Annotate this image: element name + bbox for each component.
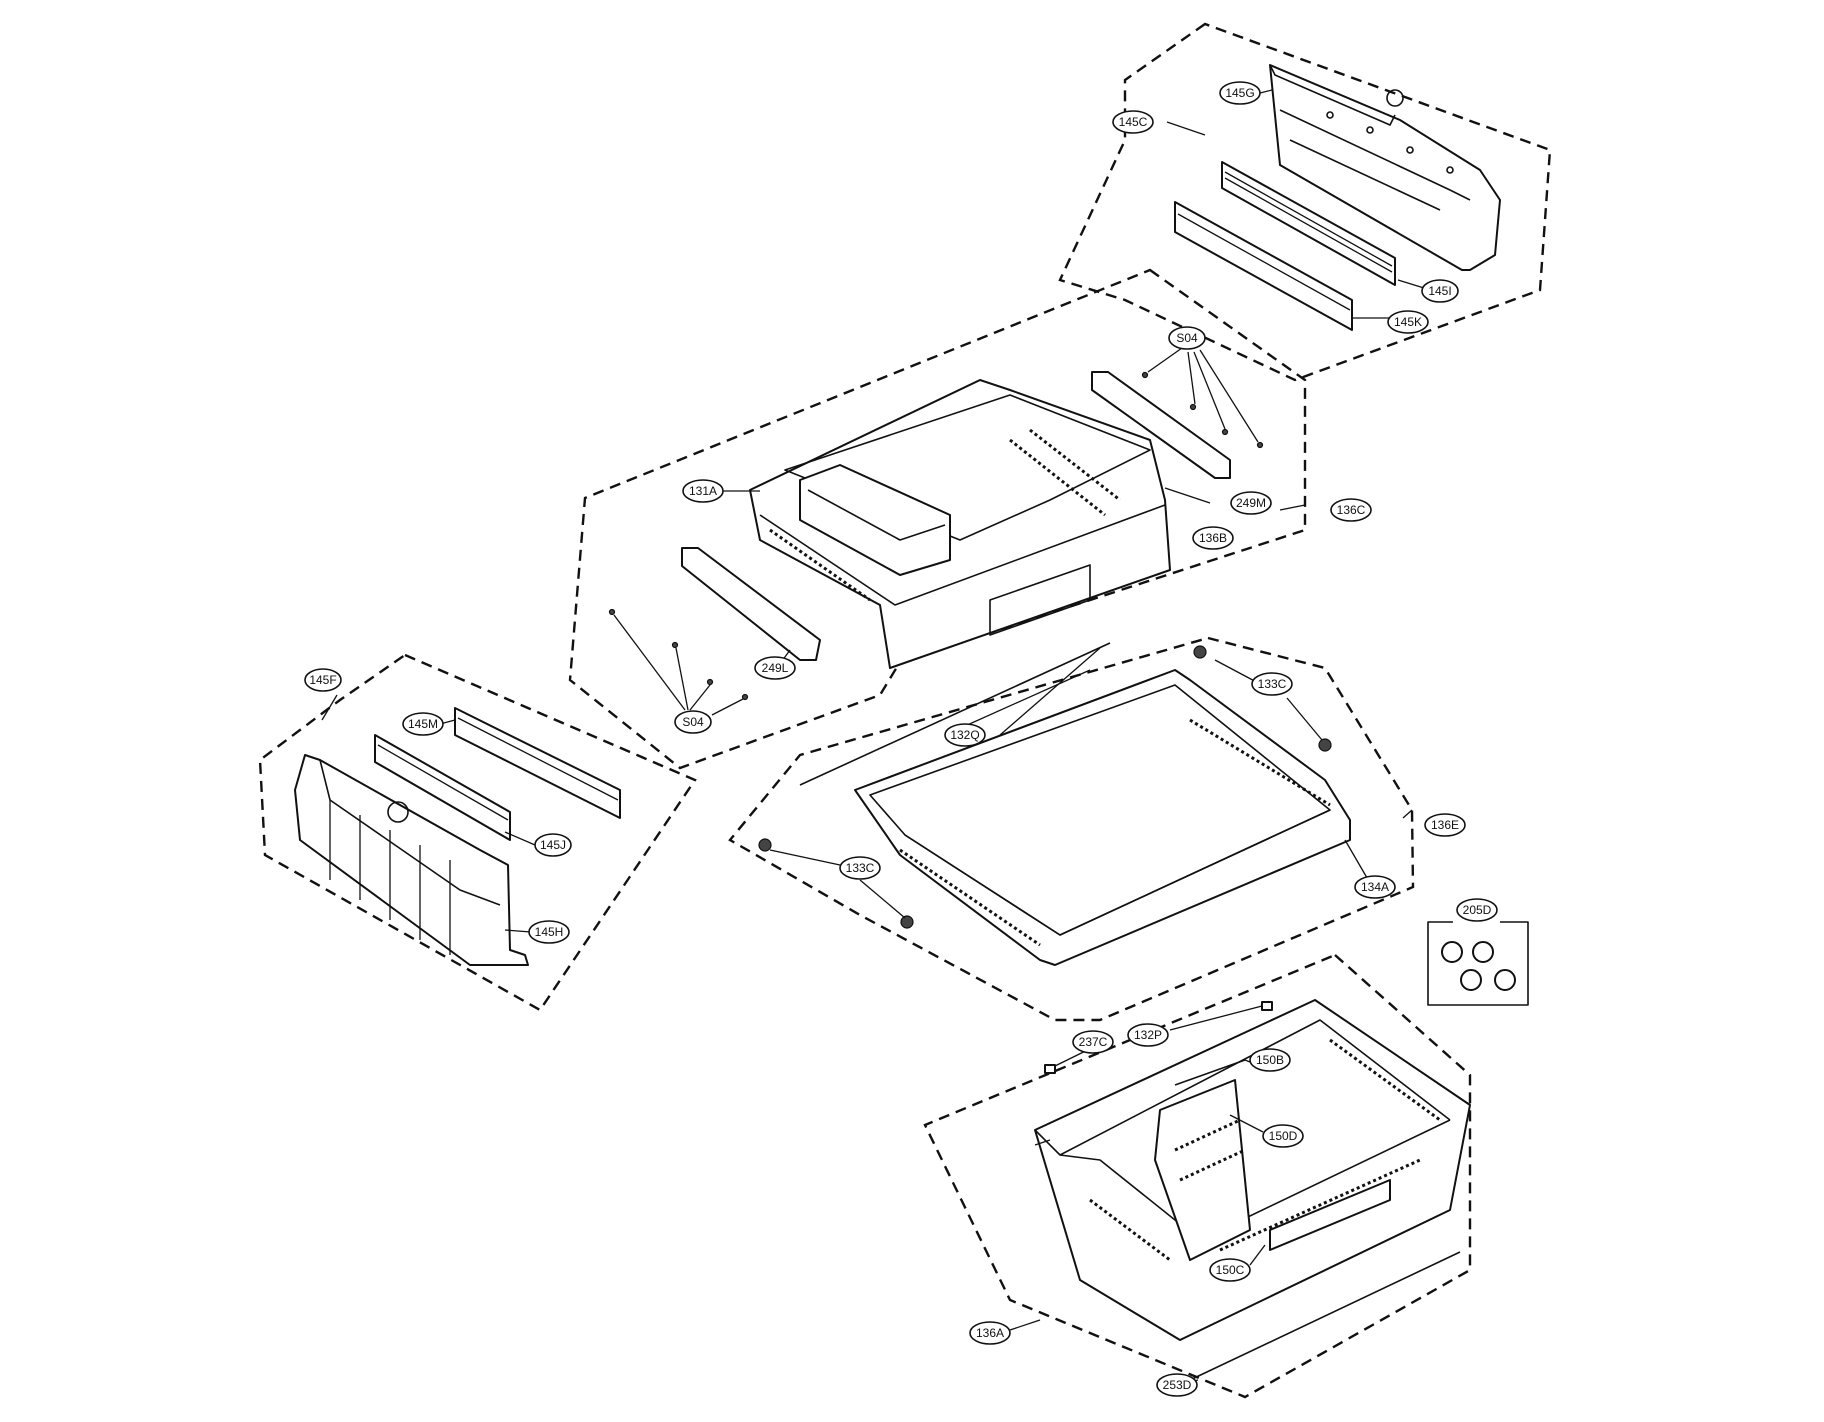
assembly-boundary-145f <box>258 653 697 1012</box>
assembly-136c-group <box>568 268 1307 770</box>
svg-text:131A: 131A <box>689 484 717 498</box>
svg-text:249M: 249M <box>1236 496 1266 510</box>
callout-145j: 145J <box>534 833 572 857</box>
callout-205d: 205D <box>1456 898 1498 922</box>
part-133c-caps <box>758 645 1332 929</box>
callout-136e: 136E <box>1424 813 1466 837</box>
callout-249l: 249L <box>754 656 796 680</box>
part-205d-plugs <box>1441 941 1516 991</box>
svg-text:136E: 136E <box>1431 818 1459 832</box>
part-249l-bracket <box>681 547 821 661</box>
callout-249m: 249M <box>1230 491 1272 515</box>
callout-132q: 132Q <box>944 723 986 747</box>
svg-text:S04: S04 <box>1176 331 1198 345</box>
svg-text:145G: 145G <box>1225 86 1254 100</box>
svg-text:205D: 205D <box>1463 903 1492 917</box>
assembly-boundary-136e <box>728 636 1415 1022</box>
callout-136b: 136B <box>1192 526 1234 550</box>
assembly-145f-group <box>258 653 697 1012</box>
svg-text:133C: 133C <box>1258 677 1287 691</box>
callout-145m: 145M <box>402 712 444 736</box>
svg-text:132Q: 132Q <box>950 728 979 742</box>
svg-text:145M: 145M <box>408 717 438 731</box>
callout-134a: 134A <box>1354 875 1396 899</box>
assembly-boundary-136c <box>568 268 1307 770</box>
svg-text:145C: 145C <box>1119 115 1148 129</box>
svg-text:150C: 150C <box>1216 1263 1245 1277</box>
part-145g-frame <box>1269 64 1501 271</box>
assembly-136e-group <box>728 636 1415 1022</box>
part-145m-rail <box>454 707 621 819</box>
callout-145k: 145K <box>1387 310 1429 334</box>
svg-text:136B: 136B <box>1199 531 1227 545</box>
part-150c-handle <box>1269 1179 1391 1251</box>
callout-145h: 145H <box>528 920 570 944</box>
svg-text:136C: 136C <box>1337 503 1366 517</box>
svg-text:253D: 253D <box>1163 1378 1192 1392</box>
part-136b-drawer <box>749 379 1171 669</box>
part-145k-rail <box>1174 201 1353 331</box>
callout-145c: 145C <box>1112 110 1154 134</box>
svg-text:145J: 145J <box>540 838 566 852</box>
assembly-boundary-205d <box>1427 921 1529 1006</box>
assembly-boundary-136a <box>923 953 1472 1399</box>
callout-s04-upper: S04 <box>1168 326 1206 350</box>
callout-145i: 145I <box>1421 279 1459 303</box>
assembly-205d-group <box>1427 921 1529 1006</box>
svg-text:249L: 249L <box>762 661 789 675</box>
part-249m-bracket <box>1091 371 1231 479</box>
part-132q-strip <box>799 642 1111 786</box>
part-145h-frame <box>294 754 529 966</box>
assembly-136a-group <box>923 953 1472 1399</box>
callout-150b: 150B <box>1249 1048 1291 1072</box>
svg-text:136A: 136A <box>976 1326 1004 1340</box>
callout-150c: 150C <box>1209 1258 1251 1282</box>
screws-s04-lower <box>608 608 749 716</box>
svg-text:132P: 132P <box>1134 1028 1162 1042</box>
svg-text:150D: 150D <box>1269 1129 1298 1143</box>
part-253d-rod <box>1189 1251 1461 1381</box>
callout-145g: 145G <box>1219 81 1261 105</box>
callout-133c-upper: 133C <box>1251 672 1293 696</box>
callout-237c: 237C <box>1072 1030 1114 1054</box>
callout-145f: 145F <box>304 668 342 692</box>
assembly-145c-group <box>1058 22 1552 382</box>
part-237c-basket <box>1034 999 1471 1341</box>
svg-text:S04: S04 <box>682 715 704 729</box>
callout-labels: 145G 145C 145I 145K S04 131A 249M 136C 1… <box>304 81 1498 1397</box>
svg-text:150B: 150B <box>1256 1053 1284 1067</box>
callout-136c: 136C <box>1330 498 1372 522</box>
svg-text:145K: 145K <box>1394 315 1422 329</box>
callout-136a: 136A <box>969 1321 1011 1345</box>
svg-text:145F: 145F <box>309 673 336 687</box>
svg-text:145H: 145H <box>535 925 564 939</box>
part-145j-rail <box>374 734 511 841</box>
part-131a-tray <box>799 464 951 576</box>
callout-150d: 150D <box>1262 1124 1304 1148</box>
part-150d-divider <box>1154 1079 1251 1261</box>
part-145i-rail <box>1221 161 1396 286</box>
svg-text:237C: 237C <box>1079 1035 1108 1049</box>
screws-s04-upper <box>1141 347 1264 449</box>
callout-131a: 131A <box>682 479 724 503</box>
callout-253d: 253D <box>1156 1373 1198 1397</box>
svg-text:133C: 133C <box>846 861 875 875</box>
svg-text:145I: 145I <box>1428 284 1451 298</box>
svg-text:134A: 134A <box>1361 880 1389 894</box>
callout-133c-lower: 133C <box>839 856 881 880</box>
part-134a-shelf <box>854 669 1351 966</box>
callout-132p: 132P <box>1127 1023 1169 1047</box>
callout-s04-lower: S04 <box>674 710 712 734</box>
part-150b-divider-top <box>1174 1059 1246 1086</box>
assembly-boundary-145c <box>1058 22 1552 382</box>
